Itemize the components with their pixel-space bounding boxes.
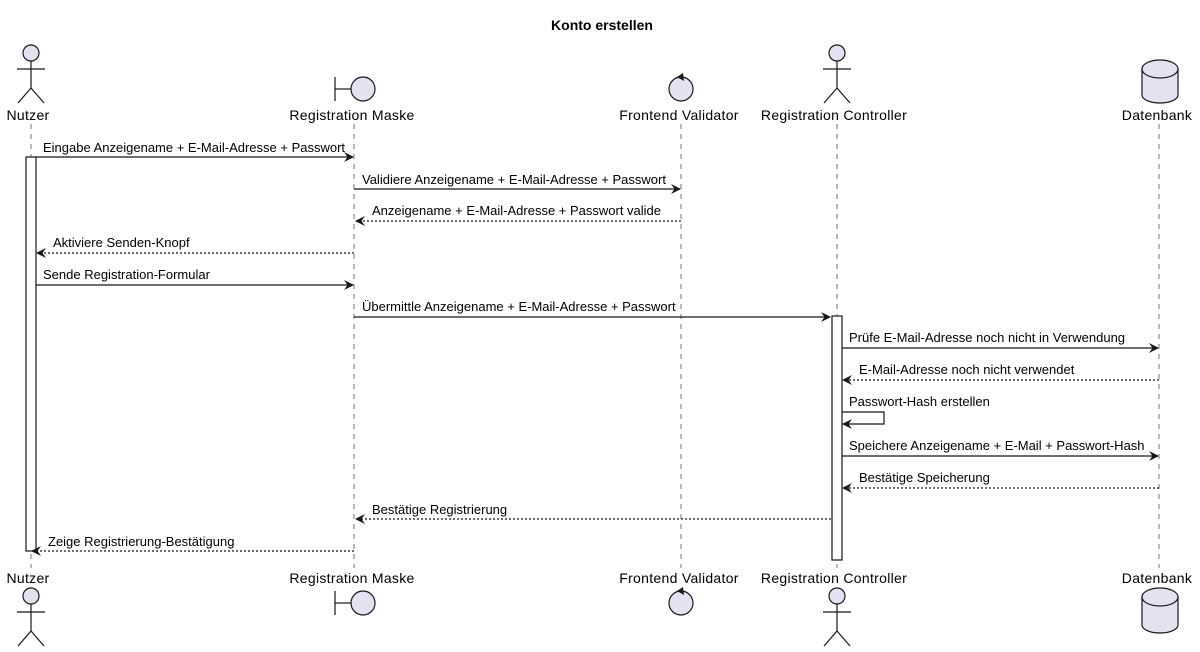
message-label: Anzeigename + E-Mail-Adresse + Passwort … (372, 203, 661, 218)
participant-db-top: Datenbank (1122, 59, 1193, 123)
participant-controller-top: Registration Controller (761, 44, 907, 123)
message-3: Anzeigename + E-Mail-Adresse + Passwort … (355, 203, 681, 226)
participant-validator-bottom: Frontend Validator (619, 570, 739, 616)
message-label: Sende Registration-Formular (43, 267, 211, 282)
participant-label: Frontend Validator (619, 107, 739, 123)
control-icon (668, 587, 694, 616)
activation-nutzer (25, 156, 37, 552)
message-8: E-Mail-Adresse noch nicht verwendet (842, 362, 1159, 385)
participant-label: Registration Maske (289, 570, 414, 586)
participant-label: Registration Controller (761, 570, 907, 586)
message-9-self: Passwort-Hash erstellen (842, 394, 990, 429)
message-12: Bestätige Registrierung (355, 502, 831, 524)
participant-label: Datenbank (1122, 570, 1193, 586)
control-icon (668, 73, 694, 102)
message-5: Sende Registration-Formular (36, 267, 354, 290)
boundary-icon (334, 76, 376, 102)
message-10: Speichere Anzeigename + E-Mail + Passwor… (842, 438, 1159, 461)
actor-icon (17, 44, 45, 104)
message-label: Bestätige Speicherung (859, 470, 990, 485)
message-label: Speichere Anzeigename + E-Mail + Passwor… (849, 438, 1145, 453)
participant-nutzer-top: Nutzer (6, 44, 49, 123)
message-label: Bestätige Registrierung (372, 502, 507, 517)
database-icon (1141, 587, 1179, 634)
message-13: Zeige Registrierung-Bestätigung (31, 534, 354, 556)
participant-nutzer-bottom: Nutzer (6, 570, 49, 647)
message-2: Validiere Anzeigename + E-Mail-Adresse +… (354, 172, 681, 194)
participant-validator-top: Frontend Validator (619, 73, 739, 123)
participant-maske-top: Registration Maske (289, 76, 414, 123)
message-label: Validiere Anzeigename + E-Mail-Adresse +… (362, 172, 666, 187)
message-label: Aktiviere Senden-Knopf (53, 235, 190, 250)
message-6: Übermittle Anzeigename + E-Mail-Adresse … (354, 299, 831, 322)
participant-label: Registration Controller (761, 107, 907, 123)
message-label: Zeige Registrierung-Bestätigung (48, 534, 234, 549)
participant-label: Nutzer (6, 107, 49, 123)
message-label: Eingabe Anzeigename + E-Mail-Adresse + P… (43, 140, 345, 155)
message-label: E-Mail-Adresse noch nicht verwendet (859, 362, 1075, 377)
activation-controller (831, 315, 843, 561)
actor-icon (823, 44, 851, 104)
actor-icon (17, 587, 45, 647)
message-1: Eingabe Anzeigename + E-Mail-Adresse + P… (36, 140, 354, 162)
message-11: Bestätige Speicherung (842, 470, 1159, 493)
participant-label: Registration Maske (289, 107, 414, 123)
boundary-icon (334, 590, 376, 616)
lifelines (30, 124, 1160, 568)
actor-icon (823, 587, 851, 647)
participant-label: Nutzer (6, 570, 49, 586)
database-icon (1141, 59, 1179, 104)
message-4: Aktiviere Senden-Knopf (36, 235, 354, 258)
participant-label: Frontend Validator (619, 570, 739, 586)
message-label: Prüfe E-Mail-Adresse noch nicht in Verwe… (849, 330, 1125, 345)
participant-db-bottom: Datenbank (1122, 570, 1193, 634)
message-label: Übermittle Anzeigename + E-Mail-Adresse … (362, 299, 676, 314)
participant-maske-bottom: Registration Maske (289, 570, 414, 616)
participant-controller-bottom: Registration Controller (761, 570, 907, 647)
message-7: Prüfe E-Mail-Adresse noch nicht in Verwe… (842, 330, 1159, 353)
message-label: Passwort-Hash erstellen (849, 394, 990, 409)
diagram-title: Konto erstellen (551, 17, 653, 33)
participant-label: Datenbank (1122, 107, 1193, 123)
